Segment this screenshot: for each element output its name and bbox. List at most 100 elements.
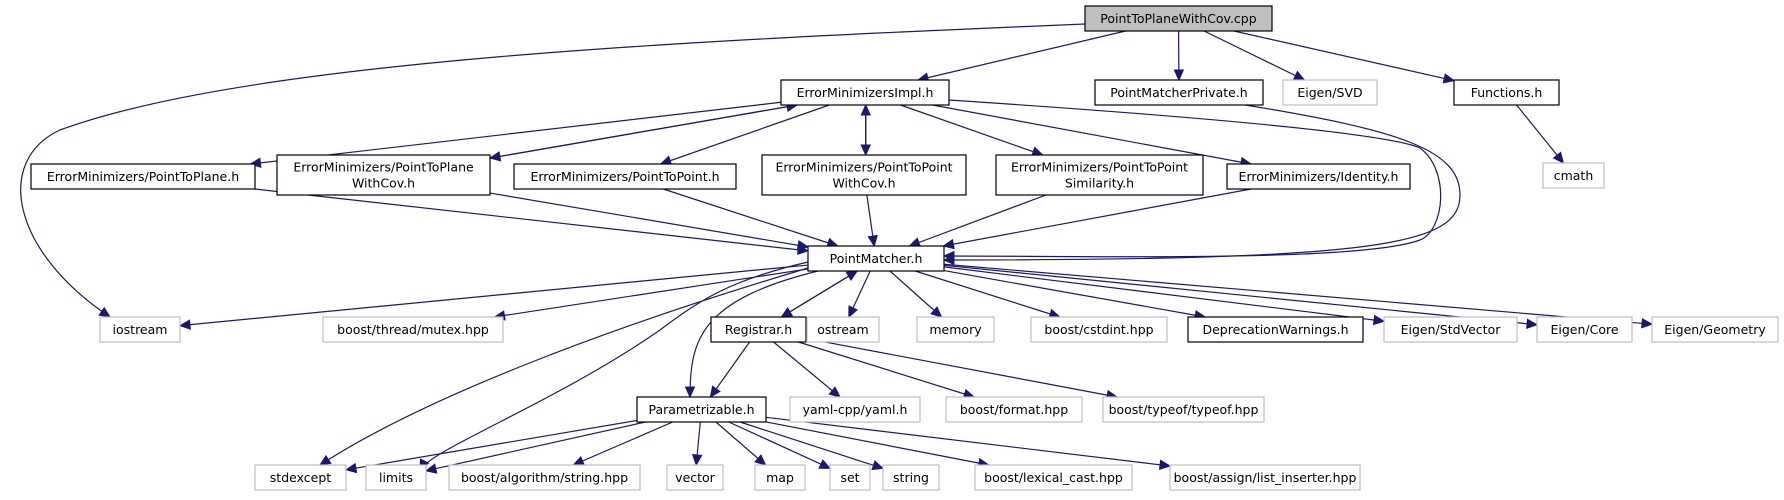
node-deprec[interactable]: DeprecationWarnings.h	[1187, 316, 1364, 343]
node-p2point[interactable]: ErrorMinimizers/PointToPoint.h	[513, 163, 737, 190]
node-listins: boost/assign/list_inserter.hpp	[1169, 464, 1361, 491]
arrowhead	[249, 157, 262, 169]
node-label: DeprecationWarnings.h	[1202, 322, 1348, 337]
node-pm[interactable]: PointMatcher.h	[807, 245, 945, 272]
edge-line	[419, 261, 809, 471]
node-identity[interactable]: ErrorMinimizers/Identity.h	[1226, 163, 1411, 190]
node-yaml: yaml-cpp/yaml.h	[789, 396, 921, 423]
node-label: string	[893, 470, 929, 485]
node-box	[754, 464, 806, 491]
node-label: Registrar.h	[725, 322, 792, 337]
edge-line	[932, 104, 1252, 165]
node-functions[interactable]: Functions.h	[1453, 79, 1560, 106]
arrowhead	[942, 254, 955, 266]
edge-line	[765, 416, 1171, 467]
edge-param-to-algostring	[572, 421, 673, 466]
edge-param-to-vector	[691, 421, 703, 467]
edge-param-to-set	[728, 421, 832, 469]
node-emimpl[interactable]: ErrorMinimizersImpl.h	[780, 79, 950, 106]
node-label: Eigen/Geometry	[1664, 322, 1766, 337]
node-box	[806, 316, 880, 343]
edge-pm-to-geometry	[943, 263, 1654, 329]
edge-root-to-functions	[1233, 30, 1456, 84]
node-box	[1226, 163, 1411, 190]
edge-line	[805, 337, 1118, 398]
node-box	[99, 316, 181, 343]
edge-registrar-to-yaml	[773, 341, 841, 398]
edge-line	[709, 341, 751, 398]
edge-line	[728, 421, 831, 469]
edge-root-to-emimpl	[916, 30, 1126, 83]
node-label: yaml-cpp/yaml.h	[803, 402, 908, 417]
node-box	[710, 316, 807, 343]
node-svd: Eigen/SVD	[1282, 79, 1378, 106]
arrowhead	[754, 454, 767, 466]
edge-line	[573, 421, 673, 466]
edge-line	[494, 268, 809, 318]
edge-line	[909, 194, 1047, 247]
arrowhead	[818, 459, 832, 469]
node-label: PointMatcher.h	[830, 251, 923, 266]
node-label: vector	[675, 470, 716, 485]
edge-line	[943, 269, 1206, 318]
node-label: ErrorMinimizers/Identity.h	[1239, 169, 1399, 184]
edge-param-to-map	[715, 421, 767, 466]
node-label: WithCov.h	[832, 176, 895, 191]
edge-param-to-string	[739, 421, 885, 471]
node-typeof: boost/typeof/typeof.hpp	[1102, 396, 1265, 423]
edge-line	[943, 266, 1385, 322]
node-label: stdexcept	[270, 470, 331, 485]
node-label: ErrorMinimizers/PointToPlane.h	[47, 169, 239, 184]
node-pmpriv[interactable]: PointMatcherPrivate.h	[1094, 79, 1264, 106]
node-label: boost/cstdint.hpp	[1044, 322, 1153, 337]
node-p2plane[interactable]: ErrorMinimizers/PointToPlane.h	[30, 163, 256, 190]
arrowhead	[572, 455, 586, 466]
edge-line	[489, 192, 809, 248]
edges-layer	[20, 23, 1654, 474]
node-p2planecov[interactable]: ErrorMinimizers/PointToPlaneWithCov.h	[276, 154, 491, 196]
arrowhead	[848, 305, 859, 319]
node-box	[254, 464, 347, 491]
nodes-layer: PointToPlaneWithCov.cppErrorMinimizersIm…	[30, 5, 1779, 491]
node-box	[30, 163, 256, 190]
node-box	[636, 396, 767, 423]
edge-pm-to-param	[684, 270, 819, 399]
arrowhead	[796, 240, 810, 251]
node-lexcast: boost/lexical_cast.hpp	[974, 464, 1133, 491]
arrowhead	[1173, 69, 1185, 82]
edge-line	[1233, 30, 1455, 82]
edge-identity-to-pm	[942, 188, 1252, 250]
arrowhead	[1552, 151, 1565, 164]
node-iostream: iostream	[99, 316, 181, 343]
edge-pm-to-ostream	[848, 270, 871, 319]
edge-line	[943, 263, 1653, 325]
node-box	[1542, 162, 1605, 189]
node-root[interactable]: PointToPlaneWithCov.cpp	[1084, 5, 1273, 32]
node-label: Parametrizable.h	[648, 402, 754, 417]
edge-line	[915, 270, 1060, 318]
arrowhead	[709, 385, 721, 398]
edge-line	[345, 419, 638, 471]
arrowhead	[1158, 459, 1172, 471]
node-label: set	[840, 470, 859, 485]
node-box	[780, 79, 950, 106]
node-label: boost/algorithm/string.hpp	[461, 470, 628, 485]
edge-line	[20, 23, 1086, 318]
node-vector: vector	[666, 464, 724, 491]
node-box	[322, 316, 504, 343]
node-box	[1536, 316, 1633, 343]
edge-line	[943, 264, 1538, 326]
node-set: set	[829, 464, 871, 491]
node-map: map	[754, 464, 806, 491]
arrowhead	[845, 270, 859, 281]
node-label: boost/typeof/typeof.hpp	[1109, 402, 1259, 417]
node-label: map	[766, 470, 794, 485]
arrowhead	[98, 306, 112, 318]
edge-registrar-to-format	[798, 341, 976, 399]
node-registrar[interactable]: Registrar.h	[710, 316, 807, 343]
edge-param-to-stdexcept	[344, 419, 638, 474]
arrowhead	[1292, 70, 1306, 81]
node-param[interactable]: Parametrizable.h	[636, 396, 767, 423]
